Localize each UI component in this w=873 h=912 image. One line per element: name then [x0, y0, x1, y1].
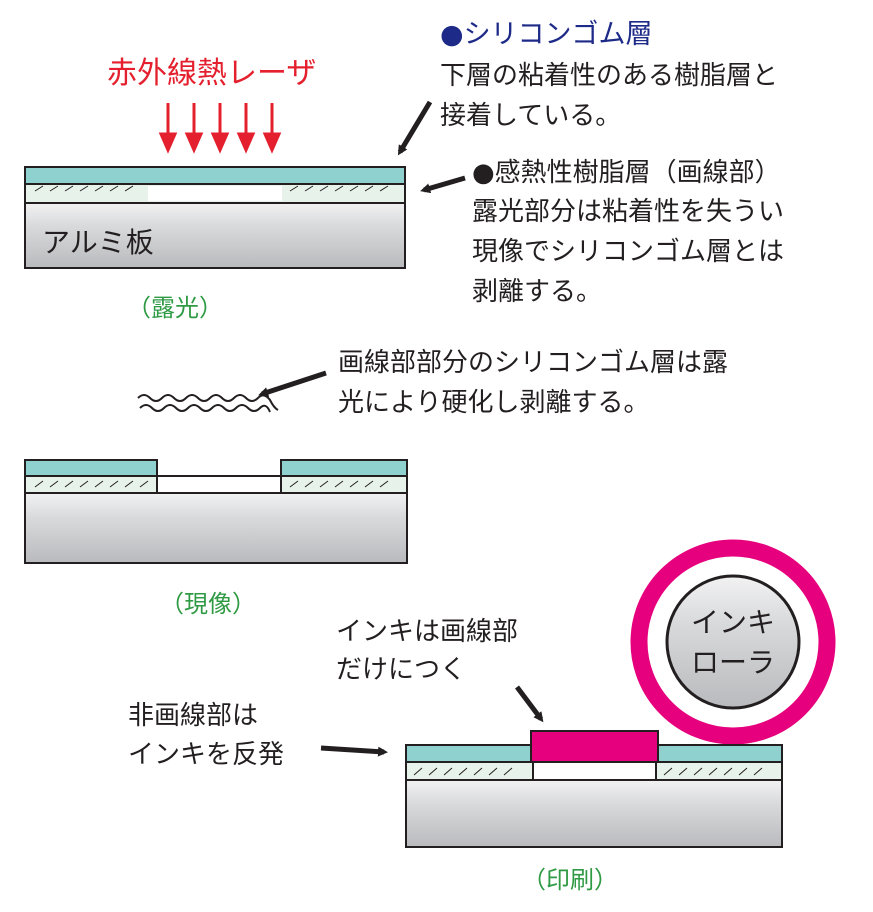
- adhesion-hatching: [34, 480, 389, 488]
- aluminum-plate: [24, 202, 406, 269]
- thermal-description-line1: 露光部分は粘着性を失うい: [472, 197, 784, 227]
- roller-label-line2: ローラ: [691, 646, 775, 679]
- arrow-to-non-image-area: [320, 745, 388, 757]
- development-note-line2: 光により硬化し剥離する。: [338, 388, 649, 418]
- silicone-description-line2: 接着している。: [440, 101, 621, 131]
- arrow-to-ink: [515, 685, 544, 723]
- silicone-layer-right: [280, 459, 408, 477]
- aluminum-plate: [24, 492, 408, 564]
- silicone-layer: [24, 166, 406, 185]
- silicone-layer-left: [24, 459, 158, 477]
- silicone-layer-right: [655, 744, 783, 763]
- arrow-to-thermal-layer: [420, 175, 466, 194]
- laser-label: 赤外線熱レーザ: [107, 56, 316, 91]
- developed-plate: [24, 459, 408, 564]
- printing-plate: [405, 730, 783, 848]
- ink-note-line2: だけにつく: [336, 655, 466, 685]
- thermal-description-line2: 現像でシリコンゴム層とは: [472, 237, 784, 267]
- printing-stage: インキ ローラ インキは画線部 だけにつく 非画線部は インキを反発 （印刷）: [128, 539, 836, 894]
- image-area-gap: [156, 475, 282, 494]
- development-caption: （現像）: [160, 590, 256, 618]
- peeled-silicone-fragment: [137, 394, 279, 411]
- adhesion-hatching: [34, 185, 389, 192]
- adhesion-hatching: [413, 767, 763, 776]
- exposure-stage: 赤外線熱レーザ アルミ板 （露光） ●シリコンゴム層 下層の粘着性のある樹脂層と…: [24, 19, 784, 322]
- thermal-description-line3: 剥離する。: [472, 277, 602, 307]
- arrow-to-peeled-layer: [258, 370, 327, 397]
- exposure-caption: （露光）: [127, 294, 223, 322]
- silicone-layer-left: [405, 744, 534, 763]
- non-image-note-line2: インキを反発: [128, 740, 284, 770]
- peeled-silicone-fragment-edge: [139, 404, 271, 413]
- ink-roller-core: [665, 574, 801, 710]
- non-image-note-line1: 非画線部は: [128, 701, 258, 731]
- roller-label-line1: インキ: [691, 606, 775, 639]
- silicone-heading: ●シリコンゴム層: [440, 19, 653, 50]
- exposed-region: [148, 186, 282, 201]
- laser-arrows: [158, 103, 282, 154]
- development-stage: 画線部部分のシリコンゴム層は露 光により硬化し剥離する。 （現像）: [24, 348, 728, 618]
- thermal-heading: ●感熱性樹脂層（画線部）: [472, 158, 781, 188]
- arrow-to-silicone: [397, 100, 433, 156]
- ink-note-line1: インキは画線部: [336, 617, 518, 647]
- aluminum-plate-label: アルミ板: [42, 226, 154, 259]
- ink-on-image-area: [530, 730, 659, 763]
- exposure-plate: [24, 166, 406, 269]
- aluminum-plate: [405, 779, 783, 848]
- image-area-gap: [532, 761, 657, 781]
- silicone-description-line1: 下層の粘着性のある樹脂層と: [440, 61, 778, 91]
- development-note-line1: 画線部部分のシリコンゴム層は露: [338, 348, 728, 378]
- printing-caption: （印刷）: [522, 866, 618, 894]
